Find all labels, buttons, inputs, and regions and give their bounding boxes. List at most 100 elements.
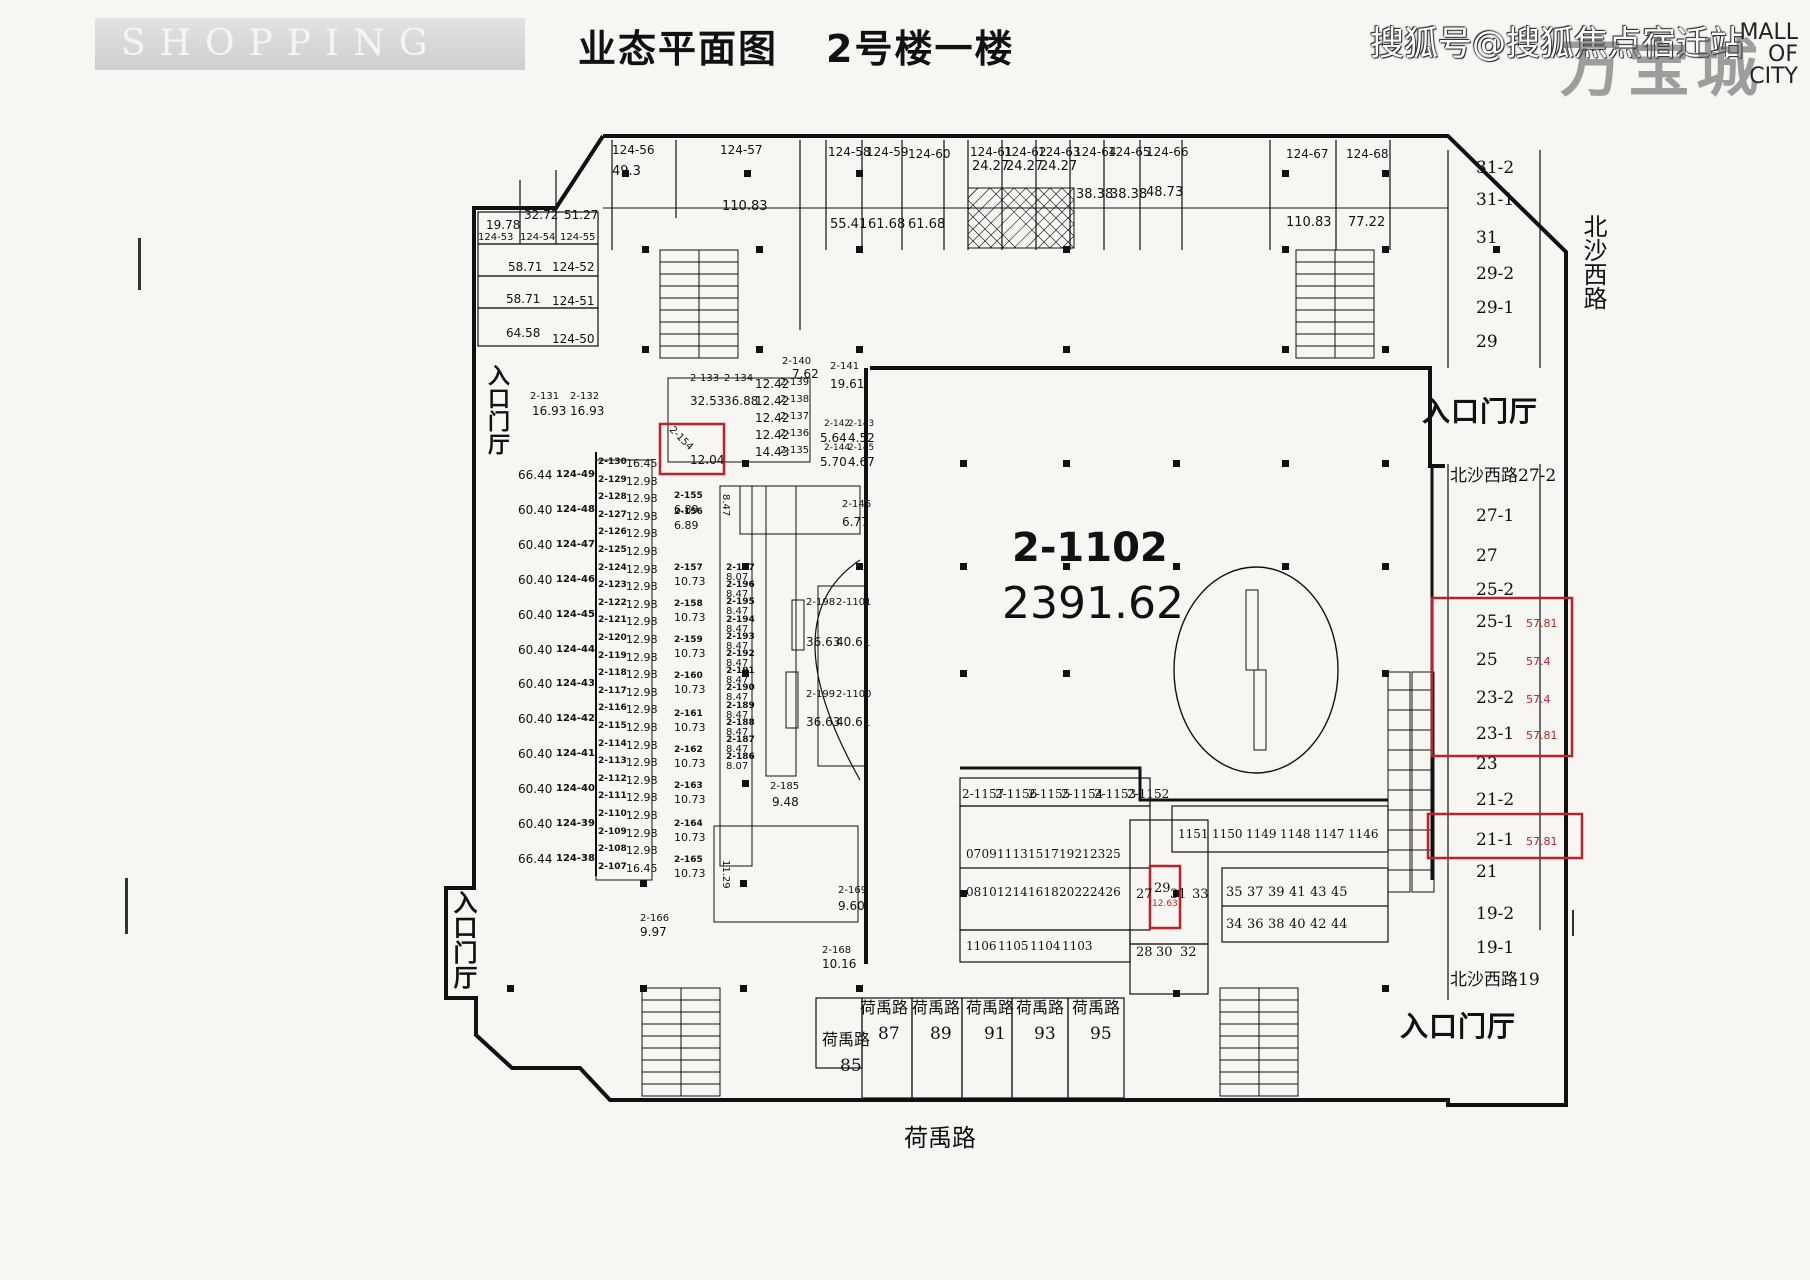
right-unit-area: 57.81 [1526,729,1558,742]
unit-area: 7.62 [792,367,819,381]
unit-area: 8.47 [726,640,749,652]
unit-label: 124-42 [556,713,595,724]
unit-label: 2-166 [640,913,670,924]
lower-unit-label: 08 [966,885,982,899]
unit-label: 2-196 [726,580,755,591]
lower-unit-label: 23 [1090,847,1106,861]
lower-unit-label: 40 [1289,917,1306,932]
escalator-curve [814,559,861,781]
unit-area: 32.53 [690,394,725,408]
lower-unit-label: 1105 [998,939,1029,953]
lower-unit-label: 35 [1226,885,1243,900]
kiosk-area: 8.47 [720,494,731,517]
unit-label: 124-57 [720,143,763,157]
right-unit-label: 21-1 [1476,830,1515,850]
right-unit-label: 19-2 [1476,904,1515,924]
unit-area: 10.73 [674,721,706,734]
unit-area: 60.40 [518,608,553,622]
road-south: 荷禹路 [904,1124,976,1152]
lower-unit-label: 45 [1331,885,1348,900]
unit-label: 124-45 [556,609,595,620]
right-unit-label: 31-2 [1476,158,1515,178]
unit-area: 12.42 [755,428,790,442]
unit-area: 16.93 [532,404,567,418]
right-unit-area: 57.4 [1526,655,1551,668]
mall-logo: 万宝城 MALL OF CITY [1560,4,1810,106]
unit-label: 2-133 [690,373,720,384]
unit-area: 6.89 [674,503,699,516]
unit-label: 124-65 [1108,145,1151,159]
unit-area: 12.98 [626,738,658,752]
unit-label: 2-165 [674,855,703,865]
unit-area: 4.52 [848,431,875,445]
unit-label: 124-43 [556,678,595,689]
lower-unit-label: 2-1154 [1061,787,1104,801]
unit-label: 124-44 [556,644,595,655]
unit-label: 2-189 [726,700,755,711]
unit-area: 60.40 [518,503,553,517]
right-unit-label: 29-2 [1476,264,1515,284]
unit-label: 2-162 [674,745,703,755]
lower-unit-label: 24 [1090,885,1106,899]
unit-label: 124-46 [556,574,595,585]
unit-label: 2-107 [598,861,627,872]
south-shop-street: 荷禹路 [912,998,961,1017]
unit-area: 10.73 [674,757,706,770]
unit-label: 124-49 [556,469,595,480]
lower-unit-label: 25 [1105,847,1121,861]
unit-area: 12.42 [755,377,790,391]
unit-area: 36.63 [806,635,841,649]
unit-label: 2-146 [842,499,872,510]
unit-area: 12.04 [690,453,725,467]
lower-unit-label: 1106 [966,939,997,953]
unit-area: 66.44 [518,468,553,482]
highlight-29 [1148,864,1182,930]
unit-label: 124-39 [556,818,595,829]
unit-label: 2-161 [674,709,703,719]
lower-unit-label: 1147 [1314,827,1345,841]
unit-area: 110.83 [1286,215,1332,230]
unit-area: 48.73 [1146,185,1184,200]
south-shop-number: 93 [1034,1024,1056,1044]
unit-label: 2-159 [674,635,703,645]
unit-label: 2-118 [598,668,627,679]
lower-unit-label: 33 [1192,887,1209,902]
unit-label: 124-58 [828,145,871,159]
unit-area: 58.71 [506,292,541,306]
courtyard-wall [870,366,1445,468]
lower-unit-label: 32 [1180,945,1197,960]
entrance-left-upper: 入口门厅 [484,364,509,456]
unit-label: 2-114 [598,738,627,749]
unit-area: 6.77 [842,515,869,529]
unit-label: 124-62 [1004,145,1047,159]
south-shop-number: 87 [878,1024,900,1044]
unit-area: 12.42 [755,394,790,408]
unit-label: 124-68 [1346,147,1389,161]
mall-logo-en-3: CITY [1749,64,1798,89]
highlight-boxes [658,422,1584,930]
unit-label: 2-112 [598,773,627,784]
column-markers [507,170,1500,997]
unit-area: 10.73 [674,831,706,844]
lower-unit-label: 31 [1170,887,1187,902]
unit-area: 49.3 [612,164,641,179]
margin-mark [138,238,141,290]
title-text: 业态平面图 [578,27,779,71]
unit-label: 2-116 [598,703,627,714]
lower-unit-label: 2-1153 [1094,787,1137,801]
lower-unit-label: 07 [966,847,982,861]
unit-area: 36.63 [806,715,841,729]
unit-area: 40.61 [836,635,871,649]
lower-unit-label: 1103 [1062,939,1093,953]
unit-label: 124-61 [970,145,1013,159]
unit-area: 60.40 [518,573,553,587]
unit-label: 124-66 [1146,145,1189,159]
unit-area: 12.98 [626,826,658,840]
unit-label: 2-199 [806,689,836,700]
south-shop-number: 95 [1090,1024,1112,1044]
south-shop-street: 荷禹路 [822,1030,871,1049]
lower-unit-label: 09 [981,847,997,861]
lower-unit-label: 12 [997,885,1013,899]
unit-area: 9.60 [838,899,865,913]
